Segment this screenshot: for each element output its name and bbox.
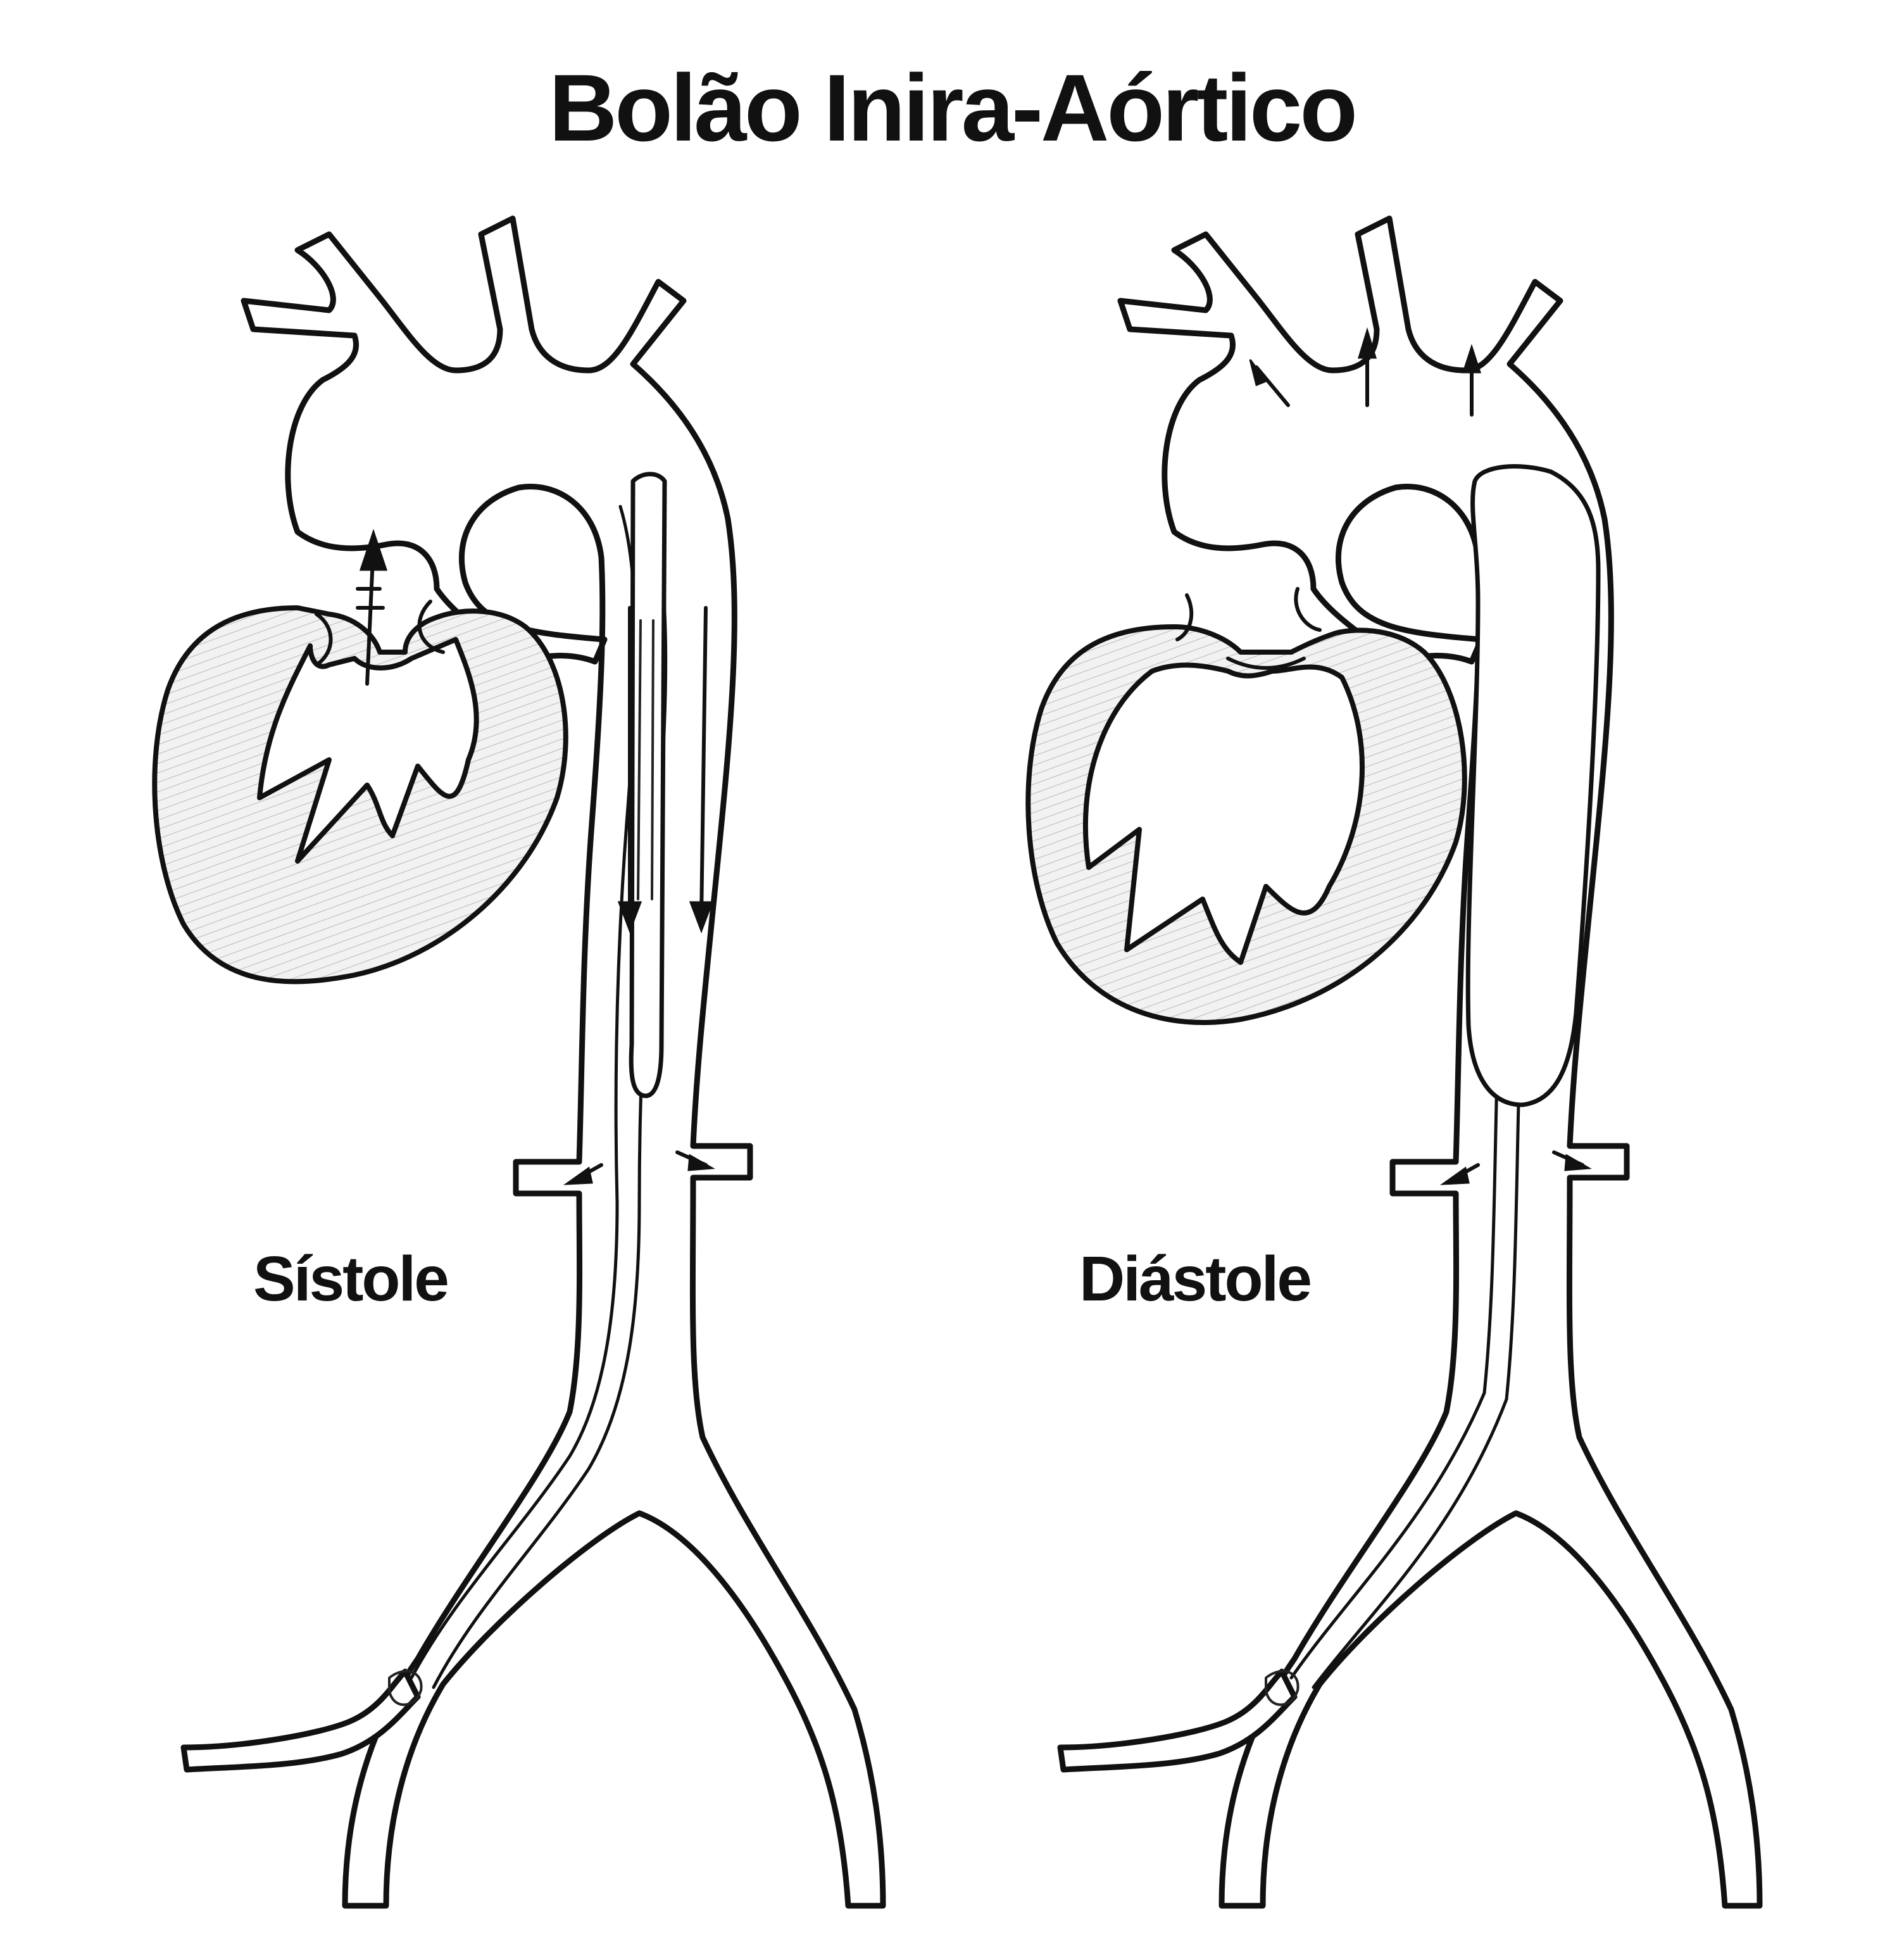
heart-left-ventricle-cavity-left: [257, 637, 479, 864]
diastole-label: Diástole: [1079, 1243, 1312, 1314]
renal-arrowhead-left: [563, 1166, 593, 1185]
flow-arrowhead-2-left: [689, 901, 714, 934]
balloon-pleat-2-left: [651, 619, 654, 900]
aorta-right: [1117, 215, 1763, 1909]
aorta-inner-wall-right: [1289, 1074, 1499, 1680]
deflated-balloon-left: [629, 472, 667, 1098]
arch-arrow-1-right: [1255, 365, 1290, 407]
arch-arrowhead-2-right: [1357, 327, 1377, 359]
aortic-valve-right: [1175, 587, 1322, 670]
aorta-left: [241, 215, 886, 1909]
heart-left-ventricle-cavity-right: [1082, 662, 1365, 965]
aortic-valve-left: [315, 600, 445, 667]
arch-arrowhead-1-right: [1249, 359, 1268, 387]
arch-arrowhead-3-right: [1462, 344, 1482, 374]
renal-arrowhead-left-d: [1439, 1166, 1470, 1185]
diastole-panel: [1025, 215, 1763, 1909]
insertion-site-left: [388, 1670, 423, 1706]
systole-label: Sístole: [253, 1243, 449, 1314]
insertion-site-right: [1265, 1670, 1300, 1706]
balloon-pleat-1-left: [637, 619, 642, 900]
systole-panel: [152, 215, 886, 1909]
renal-arrowhead-right-d: [1564, 1154, 1592, 1171]
ejection-arrowhead-left: [359, 529, 388, 571]
aorta-inner-wall2-right: [1312, 1074, 1521, 1689]
renal-arrowhead-right: [687, 1154, 715, 1171]
title: Bolão Inira-Aórtico: [548, 54, 1358, 161]
flow-arrow-2-left: [699, 606, 708, 920]
flow-arrowhead-1-left: [617, 901, 642, 934]
inflated-balloon-right: [1465, 464, 1601, 1107]
